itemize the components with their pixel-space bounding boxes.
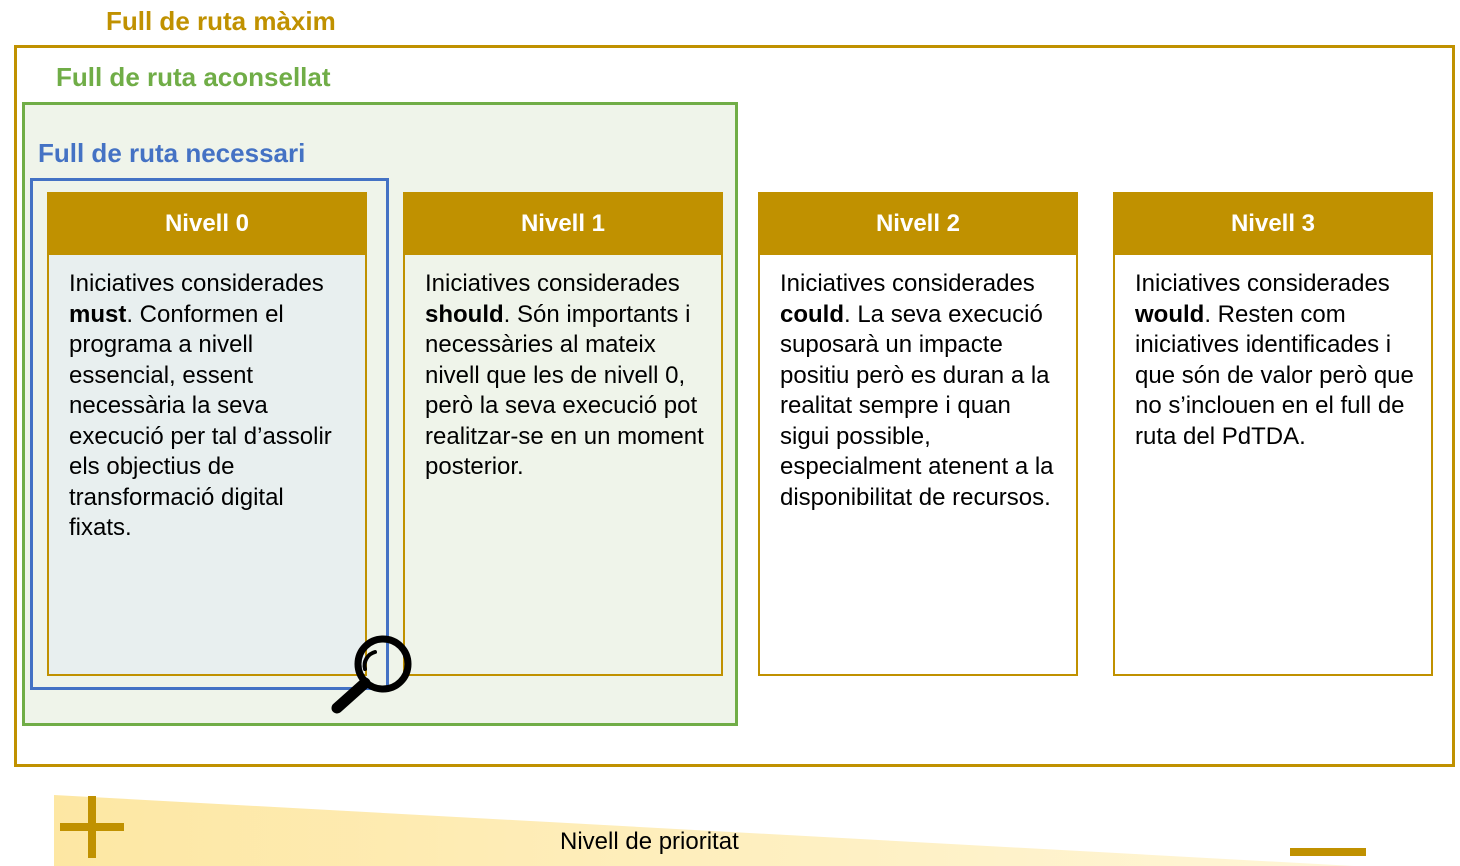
level-3-header: Nivell 3 xyxy=(1113,192,1433,255)
magnifier-icon xyxy=(331,635,412,714)
level-0-description: Iniciatives considerades must. Conformen… xyxy=(49,255,365,544)
level-1-rest: . Són importants i necessàries al mateix… xyxy=(425,300,704,481)
priority-gradient-bar xyxy=(54,795,1354,866)
level-2-card: Nivell 2 Iniciatives considerades could.… xyxy=(758,192,1078,676)
necessary-roadmap-frame xyxy=(30,178,389,690)
level-1-header: Nivell 1 xyxy=(403,192,723,255)
level-3-rest: . Resten com iniciatives identificades i… xyxy=(1135,300,1414,450)
level-0-header: Nivell 0 xyxy=(47,192,367,255)
level-3-keyword: would xyxy=(1135,300,1205,328)
level-0-keyword: must xyxy=(69,300,127,328)
level-2-intro: Iniciatives considerades xyxy=(780,270,1035,297)
level-3-card: Nivell 3 Iniciatives considerades would.… xyxy=(1113,192,1433,676)
level-3-intro: Iniciatives considerades xyxy=(1135,270,1390,297)
minus-icon xyxy=(1290,848,1366,856)
necessary-roadmap-title: Full de ruta necessari xyxy=(38,138,306,168)
max-roadmap-frame xyxy=(14,45,1455,767)
level-0-card: Nivell 0 Iniciatives considerades must. … xyxy=(47,192,367,676)
level-1-card: Nivell 1 Iniciatives considerades should… xyxy=(403,192,723,676)
priority-level-label: Nivell de prioritat xyxy=(560,828,739,855)
max-roadmap-title: Full de ruta màxim xyxy=(106,6,336,36)
level-3-description: Iniciatives considerades would. Resten c… xyxy=(1115,255,1431,452)
level-2-keyword: could xyxy=(780,300,844,328)
level-2-rest: . La seva execució suposarà un impacte p… xyxy=(780,300,1054,511)
level-1-keyword: should xyxy=(425,300,504,328)
level-2-description: Iniciatives considerades could. La seva … xyxy=(760,255,1076,513)
recommended-roadmap-title: Full de ruta aconsellat xyxy=(56,62,331,92)
level-1-description: Iniciatives considerades should. Són imp… xyxy=(405,255,721,483)
plus-icon xyxy=(60,796,124,858)
level-1-intro: Iniciatives considerades xyxy=(425,270,680,297)
level-0-rest: . Conformen el programa a nivell essenci… xyxy=(69,300,332,542)
level-0-intro: Iniciatives considerades xyxy=(69,270,324,297)
level-2-header: Nivell 2 xyxy=(758,192,1078,255)
